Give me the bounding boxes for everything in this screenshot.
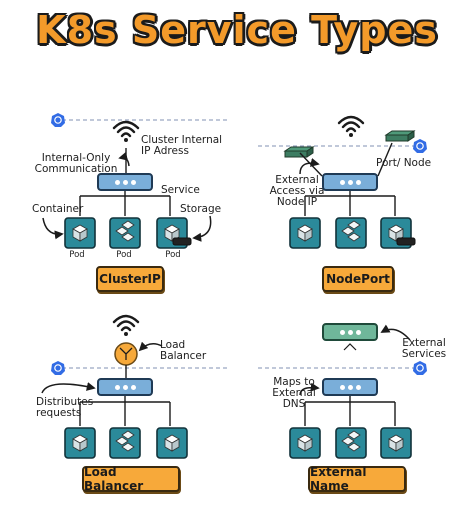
external-access-label: External Access via Node IP bbox=[269, 174, 325, 208]
service-label: Service bbox=[161, 184, 200, 196]
pod-label: Pod bbox=[69, 250, 85, 260]
wifi-icon bbox=[112, 314, 140, 336]
clusterip-caption: ClusterIP bbox=[96, 266, 164, 292]
pod-icon bbox=[156, 217, 192, 249]
pod-icon bbox=[335, 217, 367, 249]
callout-arrow bbox=[192, 215, 212, 242]
external-services-label: External Services bbox=[401, 337, 447, 360]
callout-arrow bbox=[42, 217, 64, 240]
maps-external-dns-label: Maps to External DNS bbox=[272, 376, 316, 410]
callout-arrow bbox=[380, 324, 411, 341]
up-chevron-icon bbox=[343, 343, 357, 351]
load-balancer-icon bbox=[119, 347, 133, 360]
kubernetes-icon bbox=[413, 139, 427, 153]
kubernetes-icon bbox=[51, 113, 65, 127]
callout-arrow bbox=[299, 158, 320, 175]
pod-icon bbox=[109, 217, 141, 249]
pod-label: Pod bbox=[116, 250, 132, 260]
nodeport-service-box bbox=[322, 173, 378, 191]
storage-label: Storage bbox=[180, 203, 222, 215]
pod-label: Pod bbox=[165, 250, 181, 260]
internal-only-label: Internal-Only Communication bbox=[34, 152, 118, 175]
callout-arrow bbox=[138, 341, 163, 352]
pod-icon bbox=[109, 427, 141, 459]
pod-icon bbox=[64, 217, 96, 249]
external-service-box bbox=[322, 323, 378, 341]
pod-icon bbox=[289, 427, 321, 459]
kubernetes-icon bbox=[51, 361, 65, 375]
cluster-internal-ip-label: Cluster Internal IP Adress bbox=[141, 134, 223, 157]
network-switch-icon bbox=[283, 146, 315, 158]
pod-icon bbox=[156, 427, 188, 459]
distributes-requests-label: Distributes requests bbox=[36, 396, 94, 419]
loadbalancer-caption: Load Balancer bbox=[82, 465, 180, 493]
callout-arrow bbox=[118, 151, 130, 167]
externalname-service-box bbox=[322, 378, 378, 396]
pod-icon bbox=[335, 427, 367, 459]
pod-icon bbox=[64, 427, 96, 459]
wifi-icon bbox=[112, 120, 140, 142]
storage-icon bbox=[172, 237, 192, 246]
connector-line bbox=[377, 142, 393, 177]
network-switch-icon bbox=[384, 130, 416, 142]
clusterip-service-box bbox=[97, 173, 153, 191]
callout-arrow bbox=[41, 382, 96, 394]
pod-icon bbox=[380, 427, 412, 459]
callout-arrow bbox=[299, 382, 320, 396]
pod-icon bbox=[289, 217, 321, 249]
externalname-caption: External Name bbox=[308, 465, 406, 493]
pod-icon bbox=[380, 217, 416, 249]
loadbalancer-service-box bbox=[97, 378, 153, 396]
kubernetes-icon bbox=[413, 361, 427, 375]
wifi-icon bbox=[337, 115, 365, 137]
container-label: Container bbox=[32, 203, 84, 215]
page-title: K8s Service Types bbox=[36, 8, 438, 52]
port-node-label: Port/ Node bbox=[376, 157, 432, 169]
load-balancer-label: Load Balancer bbox=[160, 339, 207, 362]
nodeport-caption: NodePort bbox=[322, 266, 394, 292]
storage-icon bbox=[396, 237, 416, 246]
